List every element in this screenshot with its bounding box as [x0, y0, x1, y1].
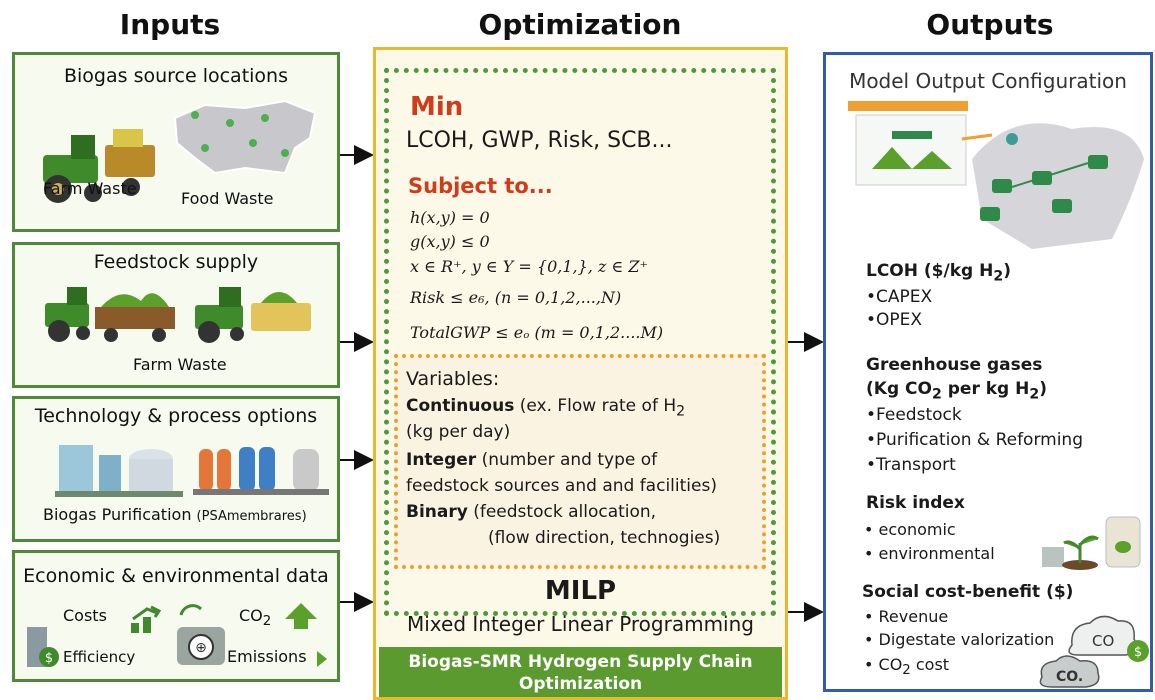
- risk-item-environmental: • environmental: [864, 544, 995, 563]
- constraint-equality: h(x,y) = 0: [410, 208, 490, 227]
- min-label: Min: [410, 92, 464, 122]
- ghg-item-purification: •Purification & Reforming: [866, 430, 1083, 450]
- subject-to-label: Subject to...: [408, 174, 553, 198]
- social-item-digestate: • Digestate valorization: [864, 630, 1055, 649]
- cloud-co2-text-2: CO.: [1056, 669, 1083, 685]
- constraint-domain: x ∈ R⁺, y ∈ Y = {0,1,}, z ∈ Z⁺: [410, 257, 648, 276]
- svg-text:⊕: ⊕: [195, 640, 207, 656]
- farm-waste-label: Farm Waste: [43, 179, 137, 198]
- svg-text:$: $: [1134, 645, 1142, 660]
- binary-variables-desc: (flow direction, technogies): [488, 528, 721, 548]
- biogas-purification-label: Biogas Purification (PSAmembrares): [43, 505, 307, 524]
- social-item-revenue: • Revenue: [864, 607, 949, 626]
- optimization-banner: Biogas-SMR Hydrogen Supply Chain Optimiz…: [379, 647, 782, 697]
- co2-cloud-icon: CO $ CO.: [1039, 615, 1149, 688]
- lcoh-title: LCOH ($/kg H2): [866, 261, 1011, 285]
- constraint-gwp: TotalGWP ≤ eₒ (m = 0,1,2....M): [410, 323, 664, 342]
- continuous-variables: Continuous (ex. Flow rate of H2: [406, 396, 686, 420]
- milp-full-name: Mixed Integer Linear Programming: [406, 612, 754, 636]
- sapling-bag-icon: [1042, 516, 1141, 570]
- tractor-feedstock-icon: [195, 287, 311, 343]
- inputs-column-title: Inputs: [119, 8, 221, 41]
- emissions-label: Emissions: [227, 647, 307, 666]
- risk-item-economic: • economic: [864, 520, 956, 539]
- co2-up-arrow-icon: [285, 603, 317, 629]
- lcoh-item-opex: •OPEX: [866, 310, 923, 330]
- tractor-icon: [43, 129, 155, 203]
- optimization-column-title: Optimization: [478, 8, 682, 41]
- co2-label: CO2: [239, 606, 272, 630]
- cloud-co2-text: CO: [1092, 632, 1114, 650]
- building-dollar-icon: $: [27, 627, 59, 667]
- tractor-trailer-icon: [45, 287, 175, 342]
- ghg-title-units: (Kg CO2 per kg H2): [866, 379, 1048, 403]
- integer-variables-desc: feedstock sources and and facilities): [406, 476, 717, 496]
- farm-waste-label-2: Farm Waste: [133, 355, 227, 374]
- efficiency-label: Efficiency: [63, 648, 136, 666]
- model-output-config-title: Model Output Configuration: [849, 69, 1127, 93]
- food-waste-label: Food Waste: [181, 189, 274, 208]
- recycle-icon: ⊕: [177, 604, 225, 665]
- integer-variables: Integer (number and type of: [406, 450, 658, 470]
- chevron-right-icon: [317, 651, 327, 667]
- psa-membranes-text: (PSAmembrares): [196, 509, 307, 524]
- ghg-item-feedstock: •Feedstock: [866, 405, 962, 425]
- continuous-variables-unit: (kg per day): [406, 422, 511, 442]
- constraint-inequality: g(x,y) ≤ 0: [410, 232, 490, 251]
- feedstock-supply-title: Feedstock supply: [93, 251, 259, 273]
- technology-options-title: Technology & process options: [34, 405, 318, 427]
- social-cost-benefit-title: Social cost-benefit ($): [862, 582, 1074, 602]
- objective-constraints-frame: [384, 68, 776, 616]
- svg-text:$: $: [45, 651, 53, 666]
- biogas-source-locations-title: Biogas source locations: [63, 65, 288, 87]
- lcoh-item-capex: •CAPEX: [866, 287, 933, 307]
- optimization-panel: Min LCOH, GWP, Risk, SCB... Subject to..…: [373, 47, 788, 700]
- variables-frame: [394, 354, 766, 569]
- biogas-source-locations-box: Biogas source locations Farm Waste Food …: [12, 52, 340, 232]
- growth-arrow-icon: [131, 605, 162, 633]
- technology-options-box: Technology & process options Biogas Puri…: [12, 396, 340, 542]
- risk-index-title: Risk index: [866, 493, 965, 513]
- milp-label: MILP: [544, 576, 617, 606]
- economic-environmental-box: Economic & environmental data Costs ⊕ CO…: [12, 550, 340, 682]
- binary-variables: Binary (feedstock allocation,: [406, 502, 657, 522]
- model-output-illustration: [848, 101, 1144, 249]
- constraint-risk: Risk ≤ e₆, (n = 0,1,2,...,N): [410, 288, 622, 307]
- banner-line-1: Biogas-SMR Hydrogen Supply Chain: [408, 652, 753, 672]
- social-item-co2-cost: • CO2 cost: [864, 655, 950, 679]
- variables-title: Variables:: [406, 368, 500, 390]
- costs-label: Costs: [63, 606, 107, 625]
- objectives-text: LCOH, GWP, Risk, SCB...: [406, 128, 673, 153]
- map-bulgaria-icon: [173, 99, 317, 175]
- economic-environmental-title: Economic & environmental data: [23, 565, 329, 587]
- banner-line-2: Optimization: [518, 674, 643, 694]
- biogas-plant-icon: [55, 445, 183, 497]
- outputs-panel: Model Output Configuration LCOH ($/kg H2…: [823, 52, 1153, 692]
- membrane-tanks-icon: [193, 447, 329, 495]
- ghg-title: Greenhouse gases: [866, 355, 1043, 375]
- feedstock-supply-box: Feedstock supply Farm Waste: [12, 242, 340, 388]
- biogas-purification-text: Biogas Purification: [43, 505, 192, 524]
- outputs-column-title: Outputs: [926, 8, 1054, 41]
- ghg-item-transport: •Transport: [866, 455, 956, 475]
